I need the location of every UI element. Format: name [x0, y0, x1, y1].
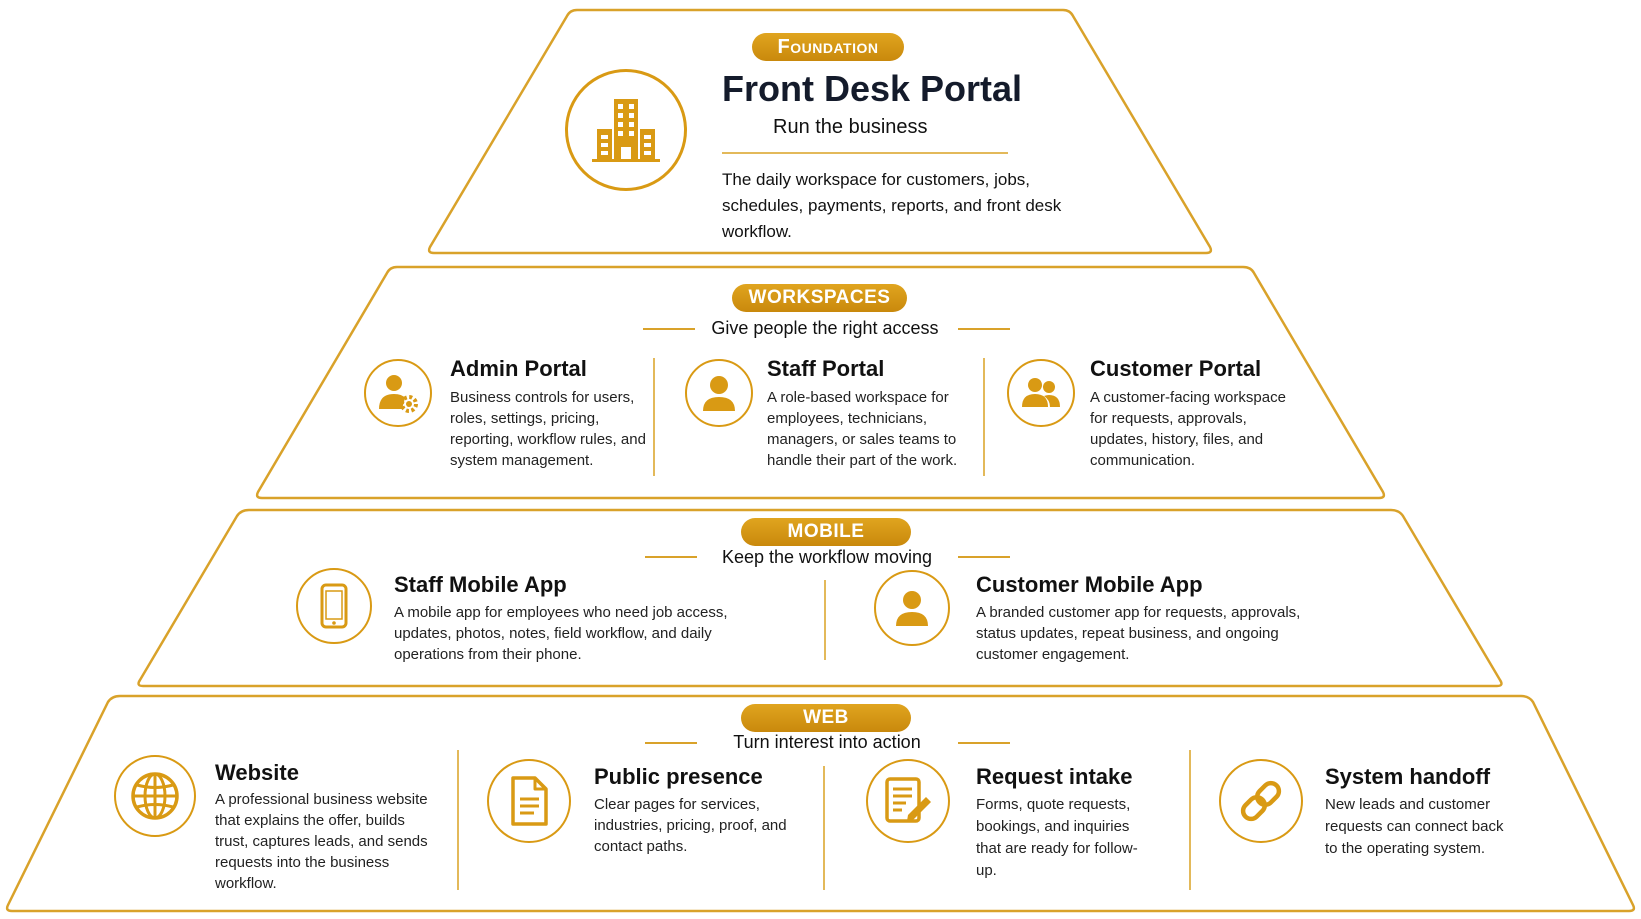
workspaces-divider-1	[653, 358, 655, 476]
mobile-subtitle: Keep the workflow moving	[721, 547, 933, 567]
foundation-icon-circle	[565, 69, 687, 191]
request-intake-description: Forms, quote requests, bookings, and inq…	[976, 796, 1138, 879]
web-rule-right	[958, 742, 1010, 744]
workspaces-badge: WORKSPACES	[732, 284, 907, 312]
foundation-title: Front Desk Portal	[722, 68, 1023, 109]
admin-portal-description: Business controls for users, roles, sett…	[450, 389, 646, 469]
smartphone-icon	[320, 583, 348, 629]
web-rule-left	[645, 742, 697, 744]
web-badge: WEB	[741, 704, 911, 732]
document-icon	[511, 776, 548, 826]
mobile-divider	[824, 580, 826, 660]
web-divider-1	[457, 750, 459, 890]
admin-portal-title: Admin Portal	[450, 356, 587, 381]
workspaces-rule-left	[643, 328, 695, 330]
website-icon-circle	[114, 755, 196, 837]
foundation-subtitle: Run the business	[773, 116, 928, 138]
website-title: Website	[215, 760, 299, 785]
admin-user-gear-icon	[379, 375, 418, 413]
foundation-description: The daily workspace for customers, jobs,…	[722, 170, 1062, 241]
public-presence-icon-circle	[487, 759, 571, 843]
staff-mobile-app-title: Staff Mobile App	[394, 572, 567, 597]
staff-portal-title: Staff Portal	[767, 356, 885, 381]
public-presence-title: Public presence	[594, 764, 763, 789]
staff-portal-icon-circle	[685, 359, 753, 427]
foundation-divider	[722, 152, 1008, 154]
customer-portal-icon-circle	[1007, 359, 1075, 427]
staff-mobile-app-description: A mobile app for employees who need job …	[394, 604, 728, 663]
person-icon	[703, 376, 735, 411]
request-intake-title: Request intake	[976, 764, 1133, 789]
customer-mobile-icon-circle	[874, 570, 950, 646]
request-intake-icon-circle	[866, 759, 950, 843]
person-icon	[896, 591, 928, 626]
mobile-rule-left	[645, 556, 697, 558]
form-edit-icon	[885, 777, 931, 823]
public-presence-description: Clear pages for services, industries, pr…	[594, 796, 787, 855]
web-divider-3	[1189, 750, 1191, 890]
workspaces-subtitle: Give people the right access	[711, 318, 939, 338]
customer-portal-description: A customer-facing workspace for requests…	[1090, 389, 1286, 469]
link-icon	[1240, 780, 1282, 822]
tier-workspaces-outline	[255, 265, 1386, 500]
system-handoff-title: System handoff	[1325, 764, 1491, 789]
system-handoff-description: New leads and customer requests can conn…	[1325, 796, 1504, 857]
mobile-badge: MOBILE	[741, 518, 911, 546]
customer-mobile-app-title: Customer Mobile App	[976, 572, 1203, 597]
web-divider-2	[823, 766, 825, 890]
admin-portal-icon-circle	[364, 359, 432, 427]
staff-portal-description: A role-based workspace for employees, te…	[767, 389, 958, 469]
workspaces-divider-2	[983, 358, 985, 476]
tier-mobile-outline	[137, 508, 1503, 688]
website-description: A professional business website that exp…	[215, 791, 428, 892]
users-icon	[1022, 378, 1060, 407]
tier-web-outline	[5, 694, 1636, 913]
web-subtitle: Turn interest into action	[733, 732, 921, 752]
customer-portal-title: Customer Portal	[1090, 356, 1262, 381]
customer-mobile-app-description: A branded customer app for requests, app…	[976, 604, 1301, 663]
building-icon	[592, 99, 660, 162]
workspaces-rule-right	[958, 328, 1010, 330]
foundation-badge: Foundation	[752, 33, 904, 61]
system-handoff-icon-circle	[1219, 759, 1303, 843]
staff-mobile-icon-circle	[296, 568, 372, 644]
globe-icon	[131, 772, 179, 820]
mobile-rule-right	[958, 556, 1010, 558]
